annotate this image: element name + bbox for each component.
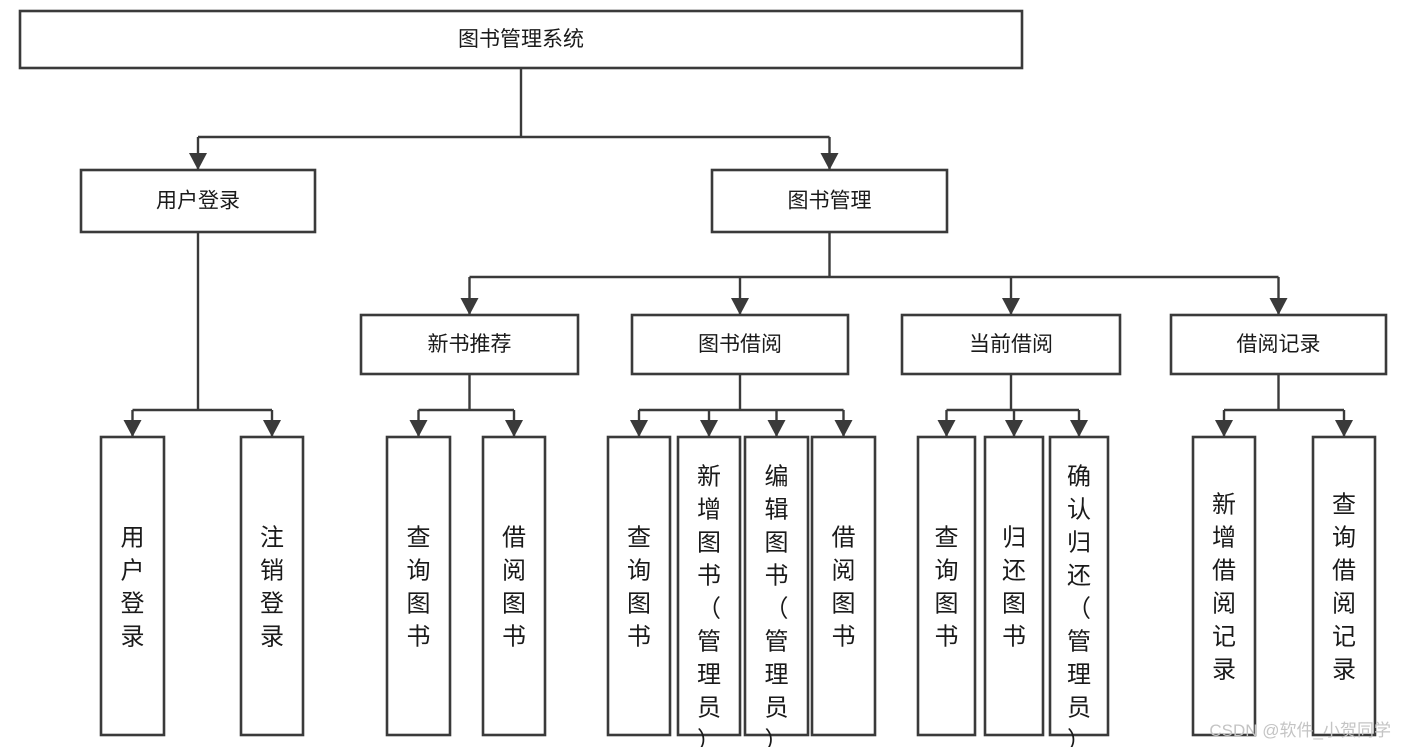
node-leaf-edit-book-admin[interactable]: 编辑图书（管理员） (743, 435, 810, 747)
arrow-head-icon (937, 420, 956, 437)
node-label-leaf-add-borrow-record: 新增借阅记录 (1212, 492, 1236, 684)
arrow-head-icon (1269, 298, 1288, 315)
node-label-leaf-add-book-admin: 新增图书（管理员） (697, 464, 721, 747)
node-user-login[interactable]: 用户登录 (79, 168, 317, 234)
arrow-head-icon (1002, 298, 1020, 315)
node-box-leaf-confirm-return-admin (1048, 435, 1110, 737)
node-leaf-user-login[interactable]: 用户登录 (99, 435, 166, 737)
node-new-book-recommend[interactable]: 新书推荐 (359, 313, 580, 376)
node-box-new-book-recommend (359, 313, 580, 376)
arrow-head-icon (505, 420, 523, 437)
arrow-head-icon (1070, 420, 1088, 437)
node-label-leaf-confirm-return-admin: 确认归还（管理员） (1067, 464, 1091, 747)
node-box-book-management (710, 168, 949, 234)
node-leaf-add-book-admin[interactable]: 新增图书（管理员） (676, 435, 742, 747)
node-label-book-management: 图书管理 (788, 190, 872, 213)
node-box-book-borrow (630, 313, 850, 376)
edge-group-borrow-record (1215, 374, 1353, 437)
csdn-watermark: CSDN @软件_小贺同学 (1209, 721, 1391, 740)
node-box-leaf-query-borrow-record (1311, 435, 1377, 737)
node-book-management[interactable]: 图书管理 (710, 168, 949, 234)
node-leaf-query-book-current[interactable]: 查询图书 (916, 435, 977, 737)
node-box-leaf-borrow-book-rec (481, 435, 547, 737)
node-box-borrow-record (1169, 313, 1388, 376)
node-root[interactable]: 图书管理系统 (18, 9, 1024, 70)
arrow-head-icon (409, 420, 428, 437)
arrow-head-icon (460, 298, 479, 315)
node-label-leaf-borrow-book-rec: 借阅图书 (502, 525, 526, 651)
edge-group-book-management (460, 232, 1288, 315)
edge-group-current-borrow (937, 374, 1088, 437)
edge-group-new-book-recommend (409, 374, 523, 437)
edge-group-user-login (123, 232, 281, 437)
node-current-borrow[interactable]: 当前借阅 (900, 313, 1122, 376)
node-box-leaf-add-book-admin (676, 435, 742, 737)
node-box-root (18, 9, 1024, 70)
node-leaf-query-book-rec[interactable]: 查询图书 (385, 435, 452, 737)
arrow-head-icon (1335, 420, 1353, 437)
arrow-head-icon (123, 420, 142, 437)
node-leaf-add-borrow-record[interactable]: 新增借阅记录 (1191, 435, 1257, 737)
node-leaf-return-book[interactable]: 归还图书 (983, 435, 1045, 737)
node-leaf-confirm-return-admin[interactable]: 确认归还（管理员） (1048, 435, 1110, 747)
arrow-head-icon (630, 420, 648, 437)
node-label-new-book-recommend: 新书推荐 (428, 333, 512, 356)
node-label-leaf-query-book-current: 查询图书 (935, 525, 959, 651)
arrow-head-icon (263, 420, 281, 437)
node-box-leaf-user-logout (239, 435, 305, 737)
node-label-root: 图书管理系统 (458, 28, 584, 51)
edge-group-root (189, 68, 839, 170)
node-label-leaf-query-borrow-record: 查询借阅记录 (1332, 492, 1356, 684)
node-borrow-record[interactable]: 借阅记录 (1169, 313, 1388, 376)
node-label-user-login: 用户登录 (156, 190, 240, 213)
node-box-leaf-add-borrow-record (1191, 435, 1257, 737)
node-box-leaf-query-book-current (916, 435, 977, 737)
node-label-leaf-user-logout: 注销登录 (260, 525, 284, 651)
arrow-head-icon (731, 298, 749, 315)
node-leaf-borrow-book[interactable]: 借阅图书 (810, 435, 877, 737)
arrow-head-icon (1005, 420, 1023, 437)
arrow-head-icon (700, 420, 718, 437)
node-label-leaf-return-book: 归还图书 (1002, 525, 1026, 651)
node-box-current-borrow (900, 313, 1122, 376)
node-label-leaf-query-book-rec: 查询图书 (407, 525, 431, 651)
node-box-leaf-borrow-book (810, 435, 877, 737)
arrow-head-icon (834, 420, 853, 437)
node-leaf-query-borrow-record[interactable]: 查询借阅记录 (1311, 435, 1377, 737)
node-box-leaf-edit-book-admin (743, 435, 810, 737)
node-leaf-query-book-borrow[interactable]: 查询图书 (606, 435, 672, 737)
arrow-head-icon (767, 420, 786, 437)
node-leaf-user-logout[interactable]: 注销登录 (239, 435, 305, 737)
node-label-leaf-query-book-borrow: 查询图书 (627, 525, 651, 651)
node-box-leaf-user-login (99, 435, 166, 737)
node-box-user-login (79, 168, 317, 234)
node-label-borrow-record: 借阅记录 (1237, 333, 1321, 356)
node-label-leaf-borrow-book: 借阅图书 (832, 525, 856, 651)
node-leaf-borrow-book-rec[interactable]: 借阅图书 (481, 435, 547, 737)
node-label-leaf-user-login: 用户登录 (121, 525, 145, 651)
node-label-leaf-edit-book-admin: 编辑图书（管理员） (765, 464, 789, 747)
arrow-head-icon (189, 153, 207, 170)
arrow-head-icon (820, 153, 839, 170)
node-label-book-borrow: 图书借阅 (698, 333, 782, 356)
connector-layer (123, 68, 1353, 437)
node-book-borrow[interactable]: 图书借阅 (630, 313, 850, 376)
node-box-leaf-return-book (983, 435, 1045, 737)
edge-group-book-borrow (630, 374, 853, 437)
node-box-leaf-query-book-rec (385, 435, 452, 737)
node-box-leaf-query-book-borrow (606, 435, 672, 737)
node-layer: 图书管理系统用户登录图书管理新书推荐图书借阅当前借阅借阅记录用户登录注销登录查询… (18, 9, 1388, 747)
node-label-current-borrow: 当前借阅 (969, 333, 1053, 356)
arrow-head-icon (1215, 420, 1233, 437)
